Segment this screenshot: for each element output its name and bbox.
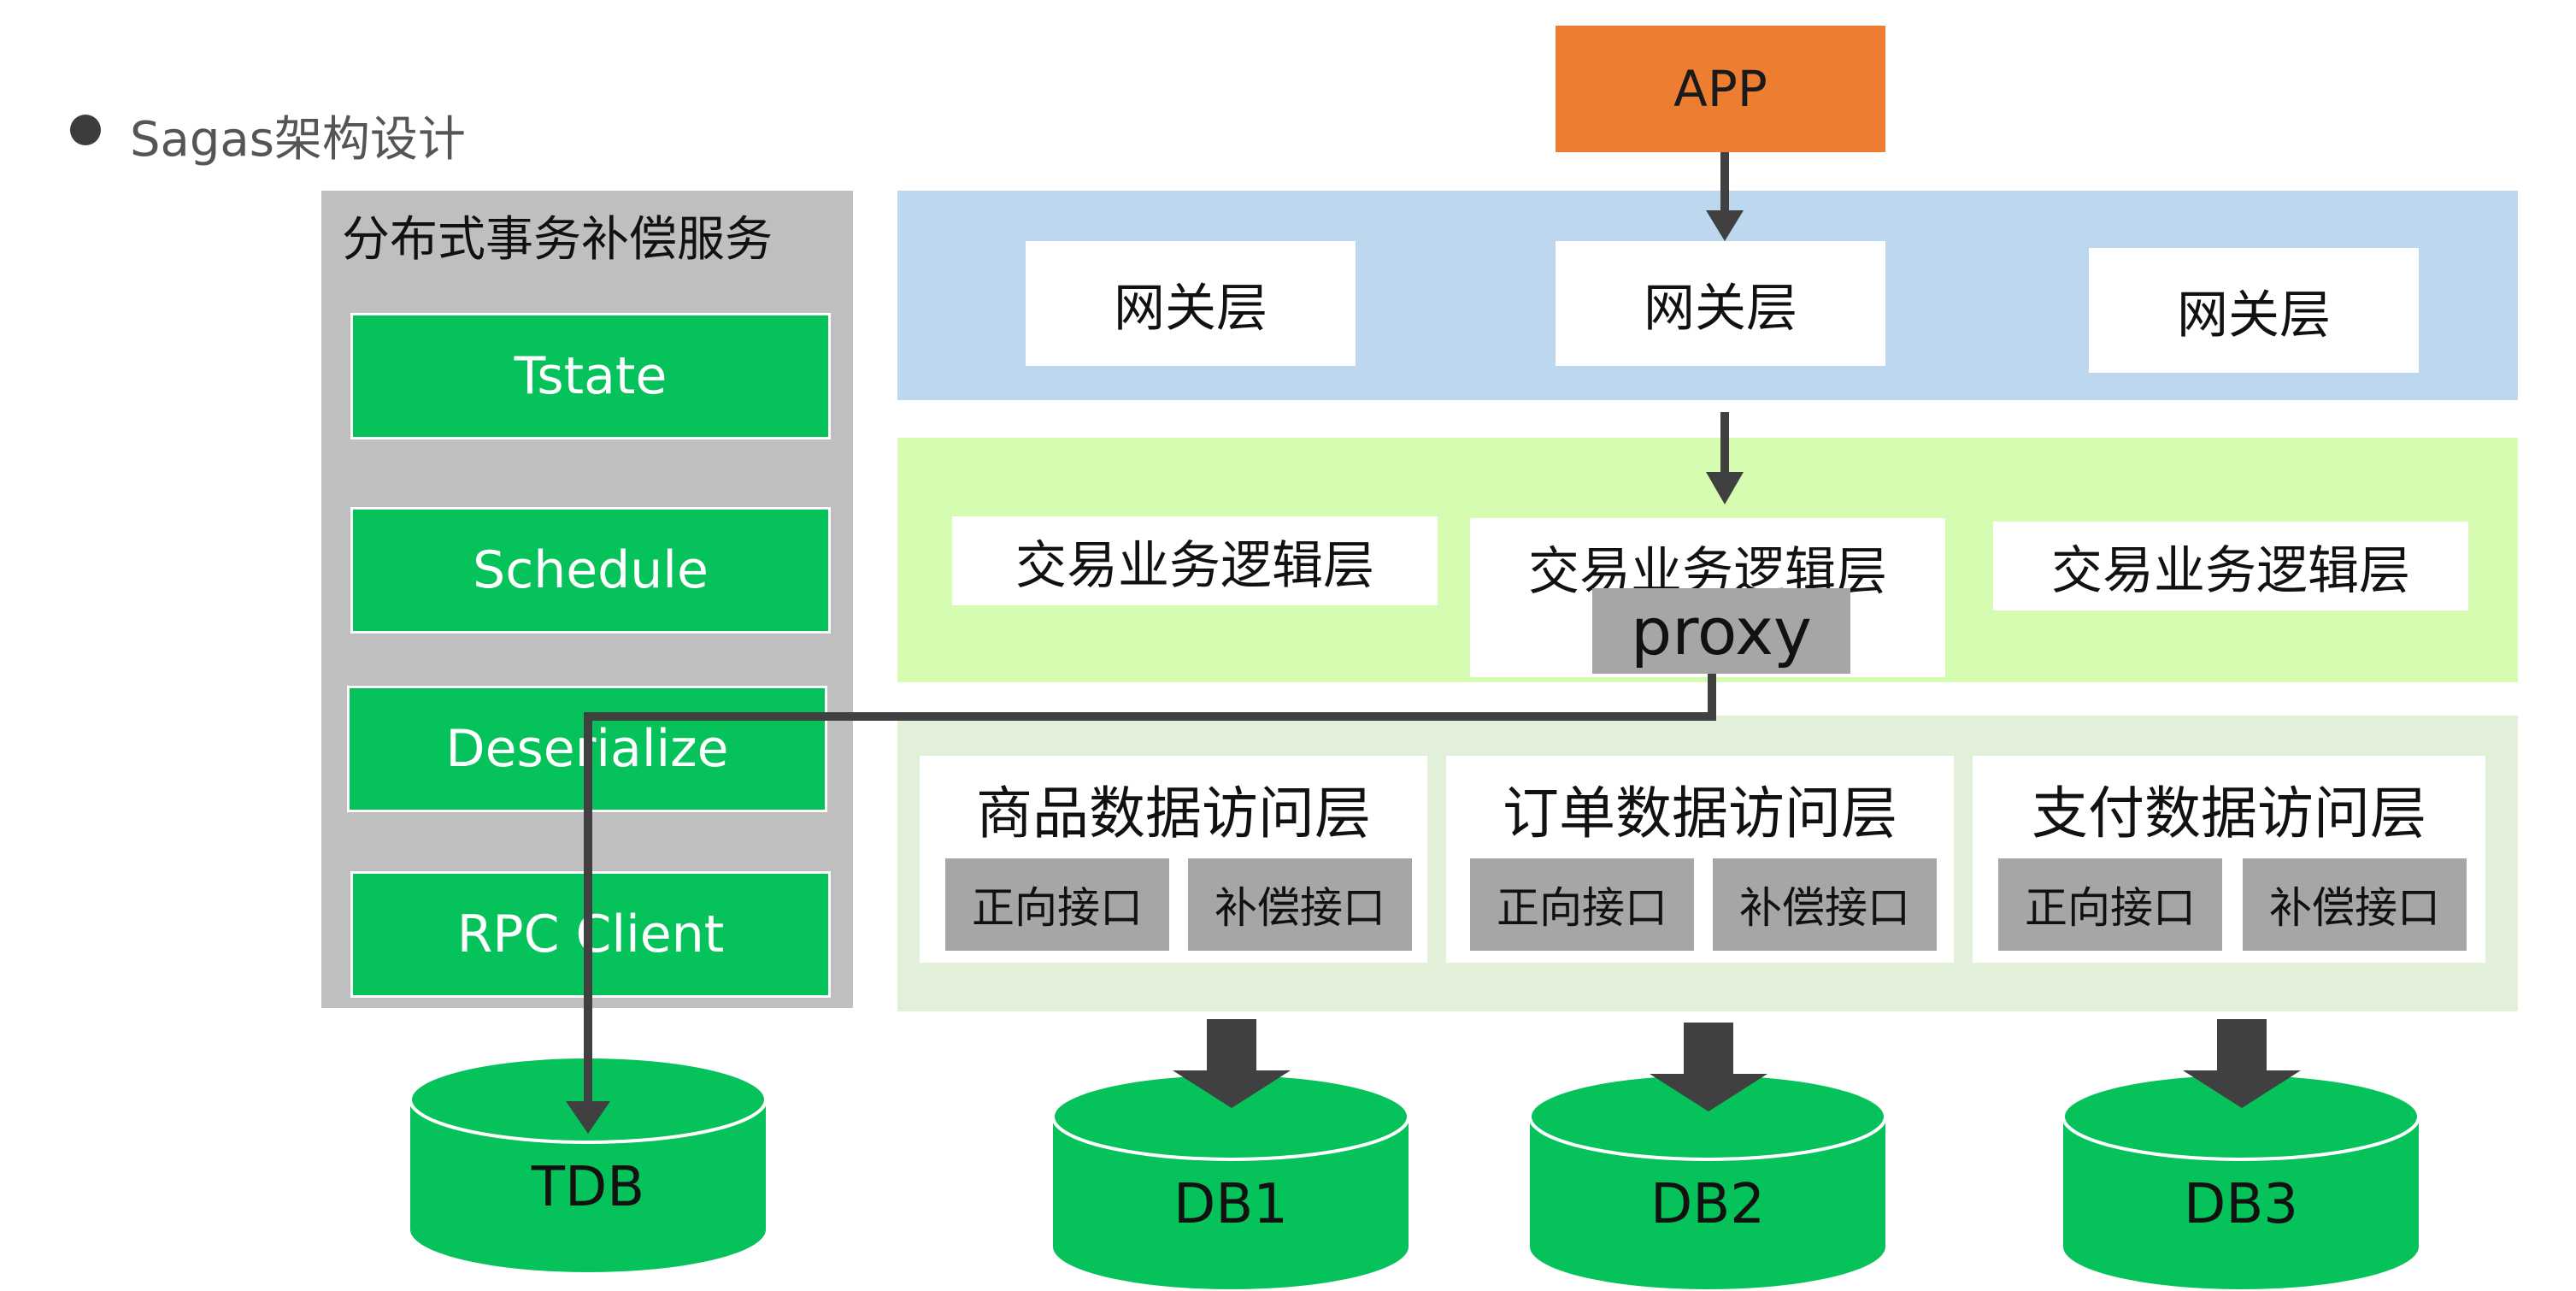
tstate-box: Tstate [350,313,831,439]
data-access-group-2: 订单数据访问层 正向接口 补偿接口 [1446,756,1954,963]
db3-label: DB3 [2184,1173,2298,1236]
db3-cylinder [2061,1072,2420,1289]
compensate-interface-box: 补偿接口 [1713,858,1937,951]
tdb-label: TDB [531,1156,645,1219]
data-access-title: 支付数据访问层 [2032,781,2426,846]
slide-heading: Sagas架构设计 [130,112,466,168]
data-access-title: 商品数据访问层 [976,781,1371,846]
gateway-box-1: 网关层 [1026,241,1356,366]
gateway-box-3: 网关层 [2089,248,2419,373]
proxy-to-tdb-connector [566,674,1716,1134]
schedule-box: Schedule [350,507,831,634]
saga-service-title: 分布式事务补偿服务 [342,212,773,268]
app-box: APP [1556,26,1885,152]
data-access-group-1: 商品数据访问层 正向接口 补偿接口 [920,756,1427,963]
logic-box-3: 交易业务逻辑层 [1993,522,2468,610]
db1-cylinder [1051,1072,1410,1289]
db2-label: DB2 [1650,1173,1765,1236]
gateway-box-2: 网关层 [1556,241,1885,366]
app-to-gateway-arrow [1706,152,1744,241]
gateway-to-logic-arrow [1706,412,1744,504]
db2-cylinder [1528,1072,1887,1289]
compensate-interface-box: 补偿接口 [2243,858,2467,951]
forward-interface-box: 正向接口 [1470,858,1694,951]
logic-box-1: 交易业务逻辑层 [952,516,1438,605]
forward-interface-box: 正向接口 [945,858,1169,951]
db1-arrow [1173,1019,1291,1108]
forward-interface-box: 正向接口 [1998,858,2222,951]
bullet-dot [70,115,101,145]
data-access-title: 订单数据访问层 [1503,781,1897,846]
db3-arrow [2183,1019,2301,1108]
proxy-box: proxy [1592,588,1850,674]
compensate-interface-box: 补偿接口 [1188,858,1412,951]
data-access-group-3: 支付数据访问层 正向接口 补偿接口 [1973,756,2485,963]
db1-label: DB1 [1173,1173,1288,1236]
db2-arrow [1650,1023,1767,1111]
